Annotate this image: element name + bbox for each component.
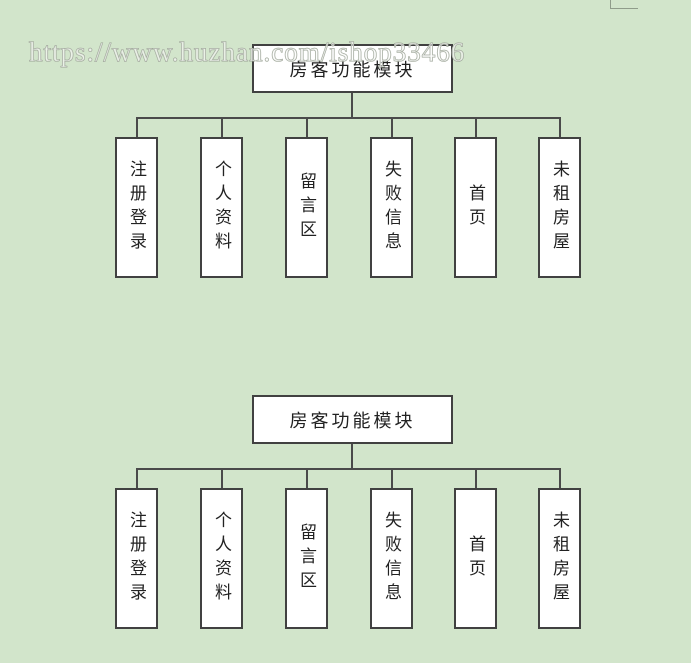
child-node-label: 未租房屋 xyxy=(550,159,569,256)
connector-line xyxy=(136,117,138,137)
child-node-home-page: 首页 xyxy=(454,137,497,278)
connector-line xyxy=(136,468,138,488)
org-chart-bottom: 房客功能模块 注册登录 个人资料 留言区 失败信息 首页 未租房屋 xyxy=(0,395,691,635)
connector-line xyxy=(351,444,353,468)
connector-line xyxy=(559,117,561,137)
child-node-label: 个人资料 xyxy=(212,510,231,607)
child-node-unrented-houses: 未租房屋 xyxy=(538,488,581,629)
child-node-failure-info: 失败信息 xyxy=(370,137,413,278)
child-node-home-page: 首页 xyxy=(454,488,497,629)
child-node-label: 注册登录 xyxy=(127,510,146,607)
connector-line xyxy=(391,468,393,488)
child-node-failure-info: 失败信息 xyxy=(370,488,413,629)
child-node-label: 注册登录 xyxy=(127,159,146,256)
child-node-message-area: 留言区 xyxy=(285,488,328,629)
child-node-personal-profile: 个人资料 xyxy=(200,137,243,278)
connector-line xyxy=(351,93,353,117)
connector-line xyxy=(306,468,308,488)
child-node-register-login: 注册登录 xyxy=(115,488,158,629)
child-node-label: 个人资料 xyxy=(212,159,231,256)
connector-line xyxy=(136,468,561,470)
connector-line xyxy=(475,117,477,137)
child-node-personal-profile: 个人资料 xyxy=(200,488,243,629)
connector-line xyxy=(559,468,561,488)
child-node-register-login: 注册登录 xyxy=(115,137,158,278)
child-node-unrented-houses: 未租房屋 xyxy=(538,137,581,278)
connector-line xyxy=(475,468,477,488)
corner-line-artifact xyxy=(610,0,638,9)
root-node: 房客功能模块 xyxy=(252,44,453,93)
child-node-label: 留言区 xyxy=(297,522,316,595)
org-chart-top: 房客功能模块 注册登录 个人资料 留言区 失败信息 首页 未租房屋 xyxy=(0,44,691,284)
connector-line xyxy=(136,117,561,119)
root-node: 房客功能模块 xyxy=(252,395,453,444)
child-node-label: 失败信息 xyxy=(382,159,401,256)
child-node-label: 首页 xyxy=(466,183,485,232)
child-node-message-area: 留言区 xyxy=(285,137,328,278)
child-node-label: 未租房屋 xyxy=(550,510,569,607)
connector-line xyxy=(391,117,393,137)
root-node-label: 房客功能模块 xyxy=(289,59,416,80)
connector-line xyxy=(221,468,223,488)
connector-line xyxy=(306,117,308,137)
child-node-label: 首页 xyxy=(466,534,485,583)
connector-line xyxy=(221,117,223,137)
child-node-label: 失败信息 xyxy=(382,510,401,607)
child-node-label: 留言区 xyxy=(297,171,316,244)
root-node-label: 房客功能模块 xyxy=(289,410,416,431)
